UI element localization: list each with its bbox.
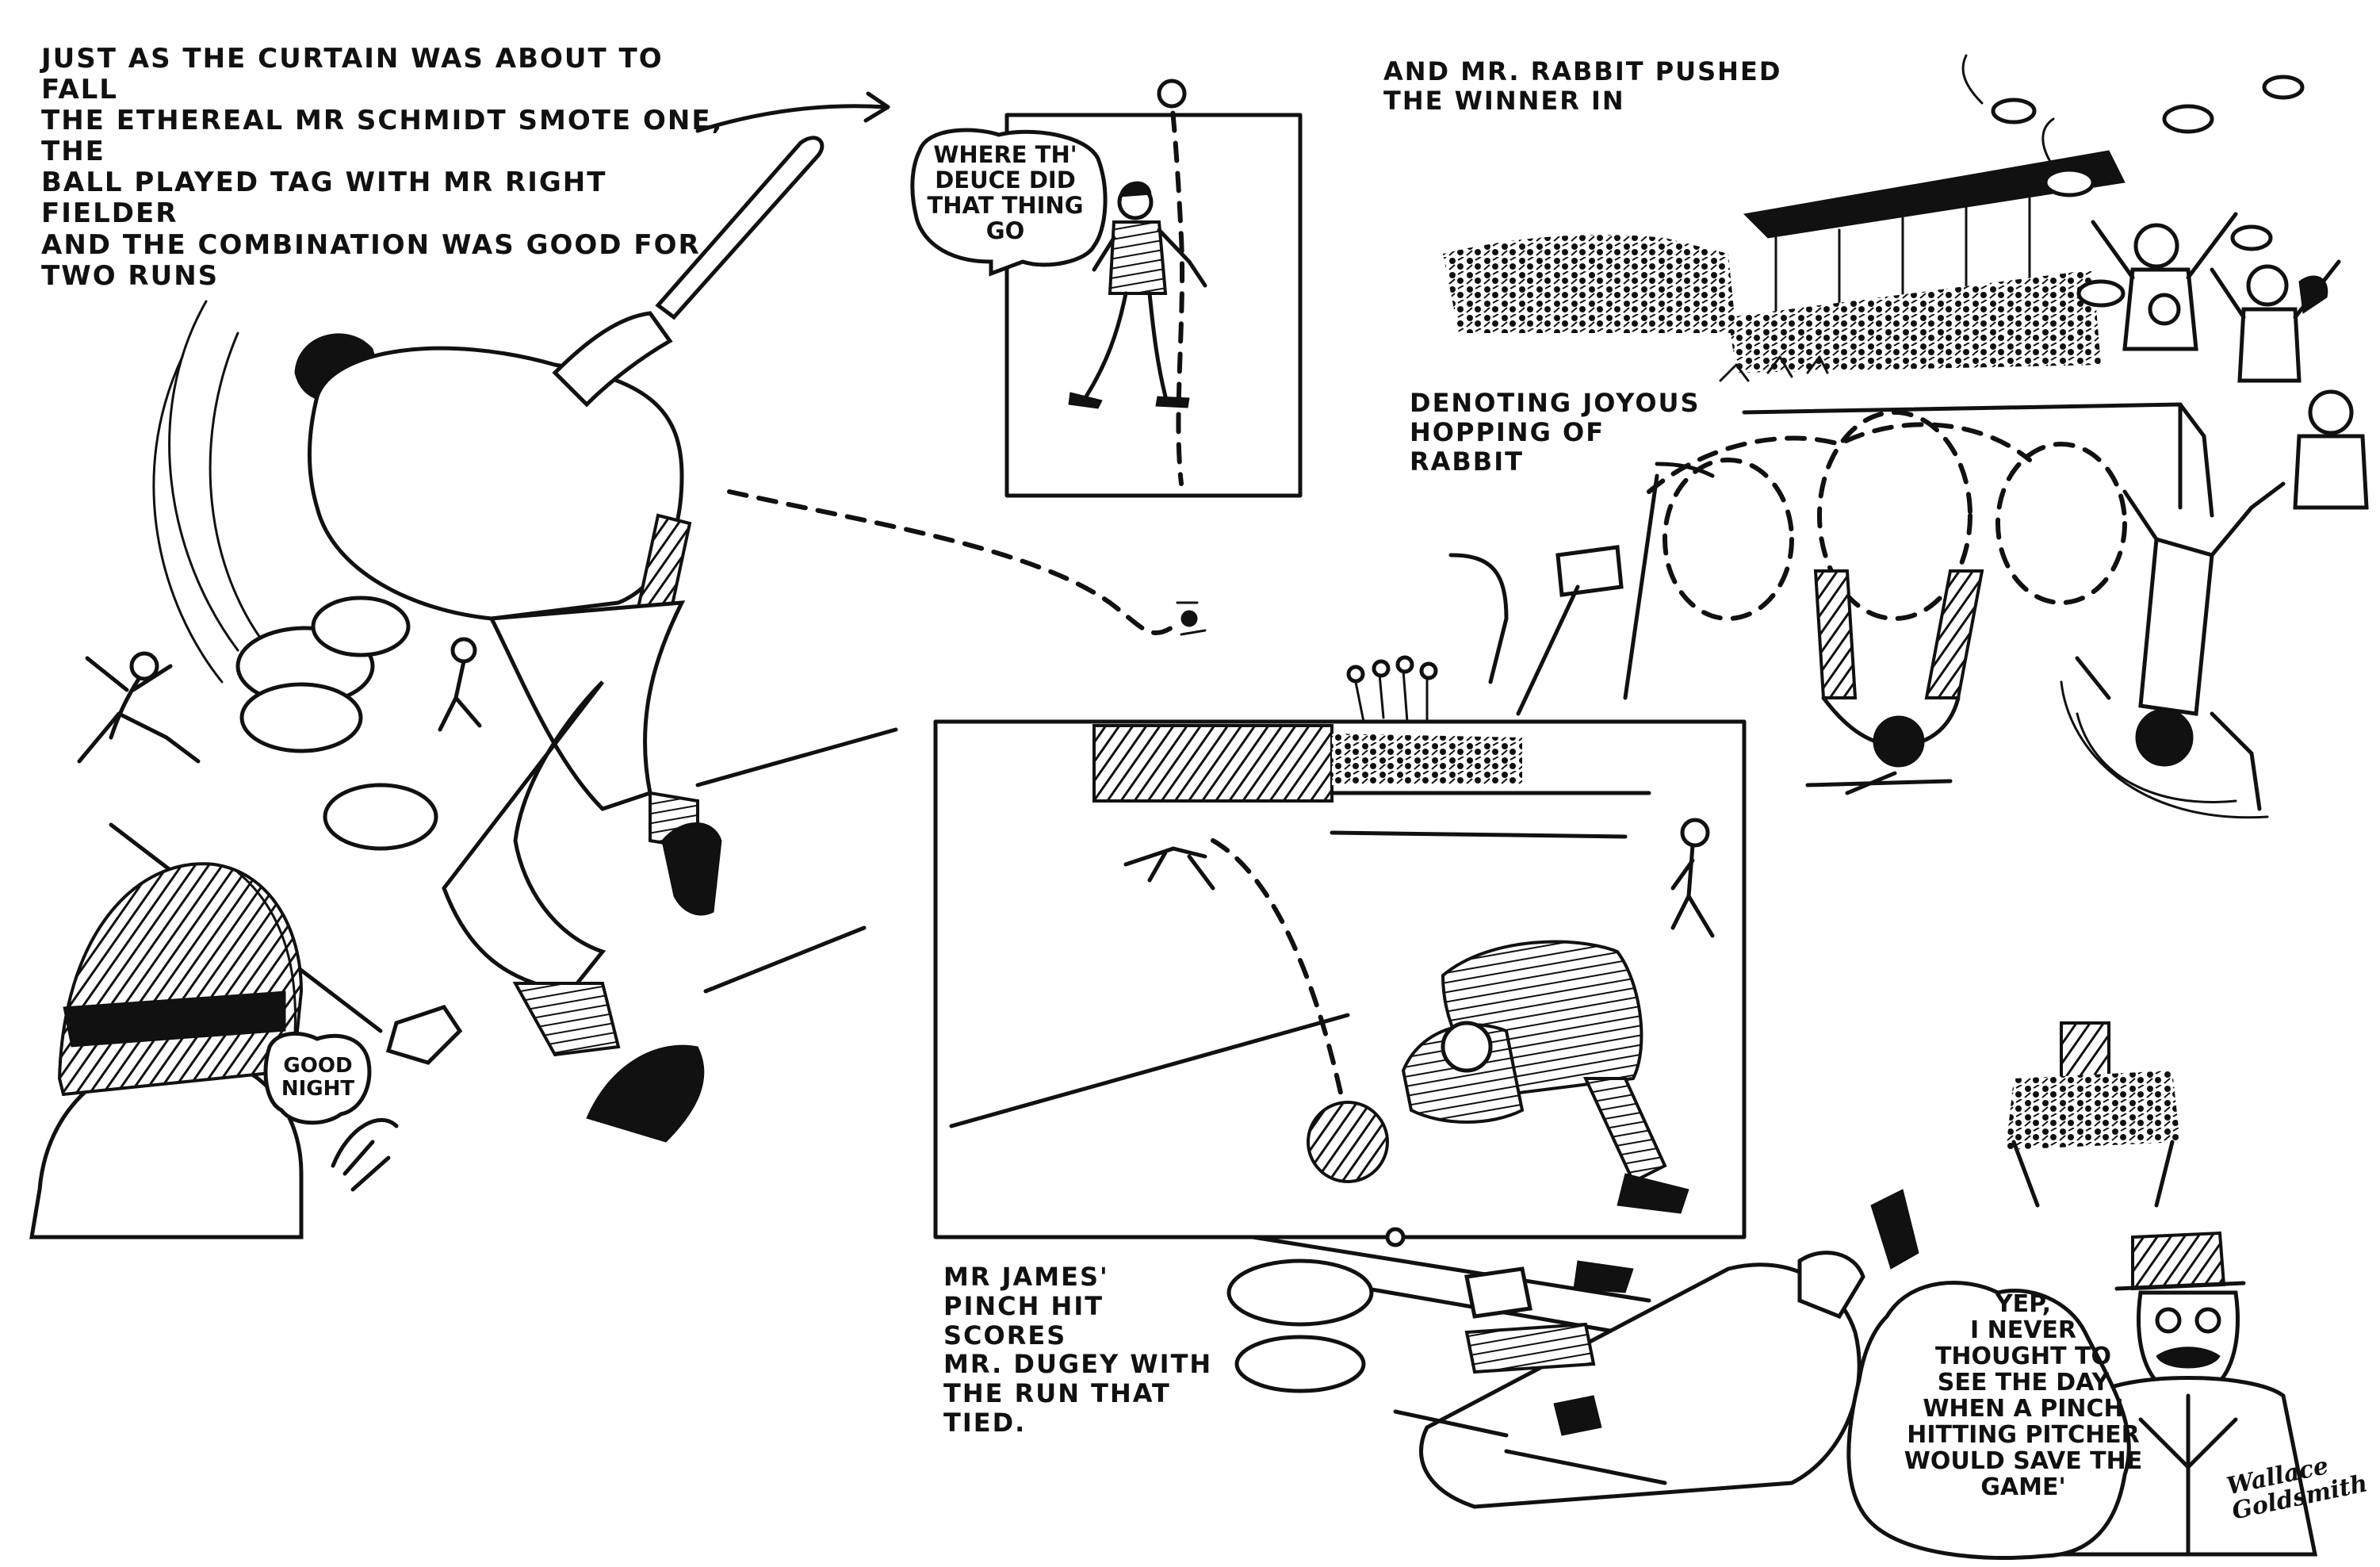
hopping-loops	[1647, 410, 2127, 621]
bleacher-crowd	[1443, 235, 1736, 333]
slide-dust	[1226, 1259, 1374, 1327]
right-fielder-frame	[1004, 113, 1303, 498]
caption-arrow	[695, 104, 889, 133]
hopping-arrow	[1448, 553, 1509, 684]
slide-panel	[933, 655, 1919, 1509]
batter-front-leg	[442, 680, 606, 994]
batter-front-shoe	[586, 1044, 705, 1143]
runner-shoe	[1870, 1189, 1919, 1270]
ball-drop-path	[1167, 81, 1185, 486]
batter-panel	[29, 91, 1207, 1239]
right-fielder-panel	[910, 79, 1303, 498]
grandstand-panel	[1443, 54, 2369, 819]
yep-bubble	[1846, 1281, 2131, 1561]
swing-motion-lines	[168, 300, 239, 652]
gentleman-hat	[2131, 1231, 2226, 1291]
speech-yep: Yep, I never thought to see the day when…	[1904, 1290, 2143, 1501]
speech-deuce: Where th' deuce did that thing go	[927, 141, 1084, 244]
grandstand-roof	[1743, 150, 2126, 239]
home-base	[1555, 545, 1624, 597]
confused-fielder	[1068, 181, 1207, 409]
ball-flight-path	[727, 489, 1176, 636]
distant-fielder	[438, 637, 482, 732]
sliding-runner	[1226, 1189, 1919, 1509]
dust-clouds	[235, 596, 438, 851]
home-plate	[385, 1005, 463, 1065]
slide-panel-frame	[933, 719, 1747, 1239]
deuce-bubble	[910, 128, 1108, 277]
batter-jersey	[308, 346, 684, 621]
batter	[294, 136, 825, 1143]
catcher	[29, 862, 399, 1239]
batter-rear-shoe	[661, 822, 722, 916]
small-fielder	[77, 651, 201, 764]
rabbit-hopping-figures	[1805, 481, 2286, 819]
caption-rabbit-winner: And Mr. Rabbit pushed the winner in	[1383, 56, 1782, 116]
flying-hats	[1961, 54, 2328, 314]
caption-joyous-hopping: Denoting joyous hopping of rabbit	[1410, 388, 1701, 477]
bending-catcher	[1307, 940, 1689, 1293]
caption-schmidt-smote: Just as the curtain was about to fall th…	[41, 43, 724, 292]
catcher-mask-small	[1307, 1101, 1389, 1183]
slide-stands	[1092, 724, 1333, 803]
caption-james-pinch-hit: Mr James' pinch hit scores Mr. Dugey wit…	[943, 1262, 1213, 1438]
cheering-fans	[2091, 212, 2369, 510]
speech-goodnight: Good night	[281, 1054, 355, 1101]
goodnight-bubble	[263, 1031, 372, 1125]
bat	[655, 136, 825, 320]
old-gentleman-panel	[1846, 1021, 2318, 1561]
throw-path	[1211, 838, 1350, 1128]
ball	[1180, 610, 1198, 627]
catcher-hand	[331, 1117, 399, 1192]
